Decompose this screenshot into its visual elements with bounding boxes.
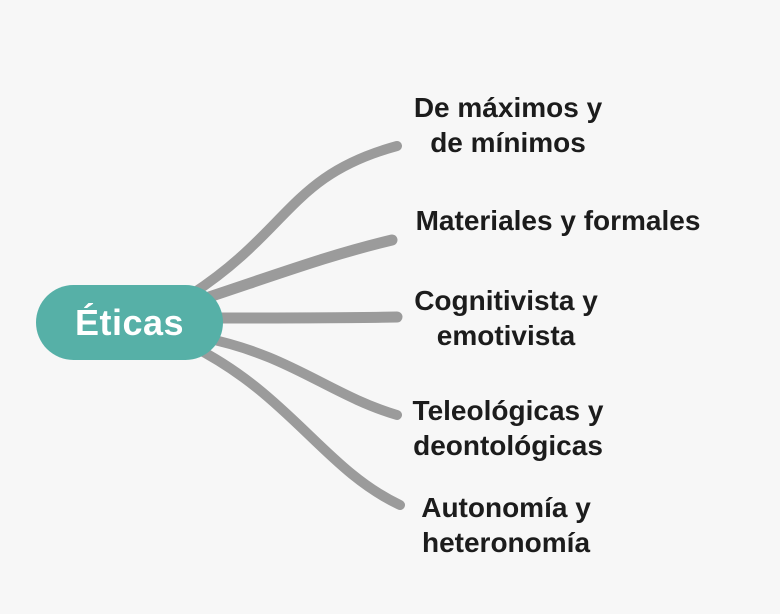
branch-connector-2 xyxy=(194,234,398,306)
branch-connector-5 xyxy=(187,341,405,510)
branch-connector-4 xyxy=(200,333,402,420)
branch-label-cognitivista-emotivista[interactable]: Cognitivista y emotivista xyxy=(414,285,598,351)
branch-connector-1 xyxy=(187,141,402,299)
central-topic-label: Éticas xyxy=(74,301,185,343)
central-topic-node[interactable]: Éticas xyxy=(36,285,223,360)
branch-label-maximos-minimos[interactable]: De máximos y de mínimos xyxy=(413,92,603,158)
branch-label-teleologicas-deontologicas[interactable]: Teleológicas y deontológicas xyxy=(412,395,604,461)
branch-label-materiales-formales[interactable]: Materiales y formales xyxy=(415,205,701,236)
branch-label-autonomia-heteronomia[interactable]: Autonomía y heteronomía xyxy=(421,492,591,558)
branch-connector-3 xyxy=(199,311,403,324)
